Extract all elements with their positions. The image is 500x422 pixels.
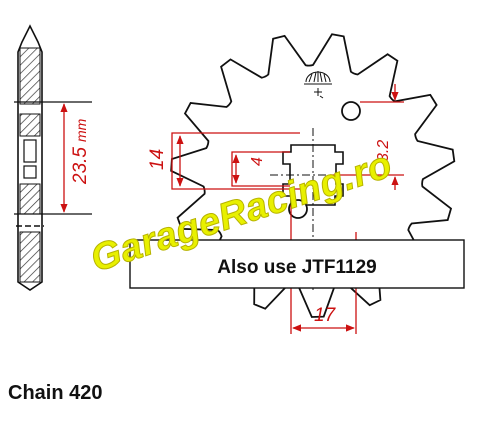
dimension-bolt-offset-label: 3.2 <box>375 140 392 162</box>
bolt-hole-lower <box>288 199 308 219</box>
dimension-bore-label: 17 <box>314 305 337 326</box>
dimension-width-overall: 23.5 mm <box>60 103 91 213</box>
note-box: Also use JTF1129 <box>129 239 465 289</box>
manufacturer-logo <box>304 71 332 99</box>
dimension-spline-step-label: 4 <box>249 157 266 166</box>
dimension-spline-step: 4 <box>231 151 290 187</box>
dimension-width-unit: mm <box>73 118 89 142</box>
bolt-hole-upper <box>341 101 361 121</box>
side-profile <box>14 24 92 291</box>
dimension-hole-height-label: 14 <box>147 149 168 170</box>
chain-label: Chain 420 <box>8 382 103 404</box>
dimension-bolt-offset: 3.2 <box>330 84 404 190</box>
note-text: Also use JTF1129 <box>217 257 376 278</box>
dimension-width-label: 23.5 <box>70 147 91 185</box>
dimension-hole-height: 14 <box>147 132 300 190</box>
